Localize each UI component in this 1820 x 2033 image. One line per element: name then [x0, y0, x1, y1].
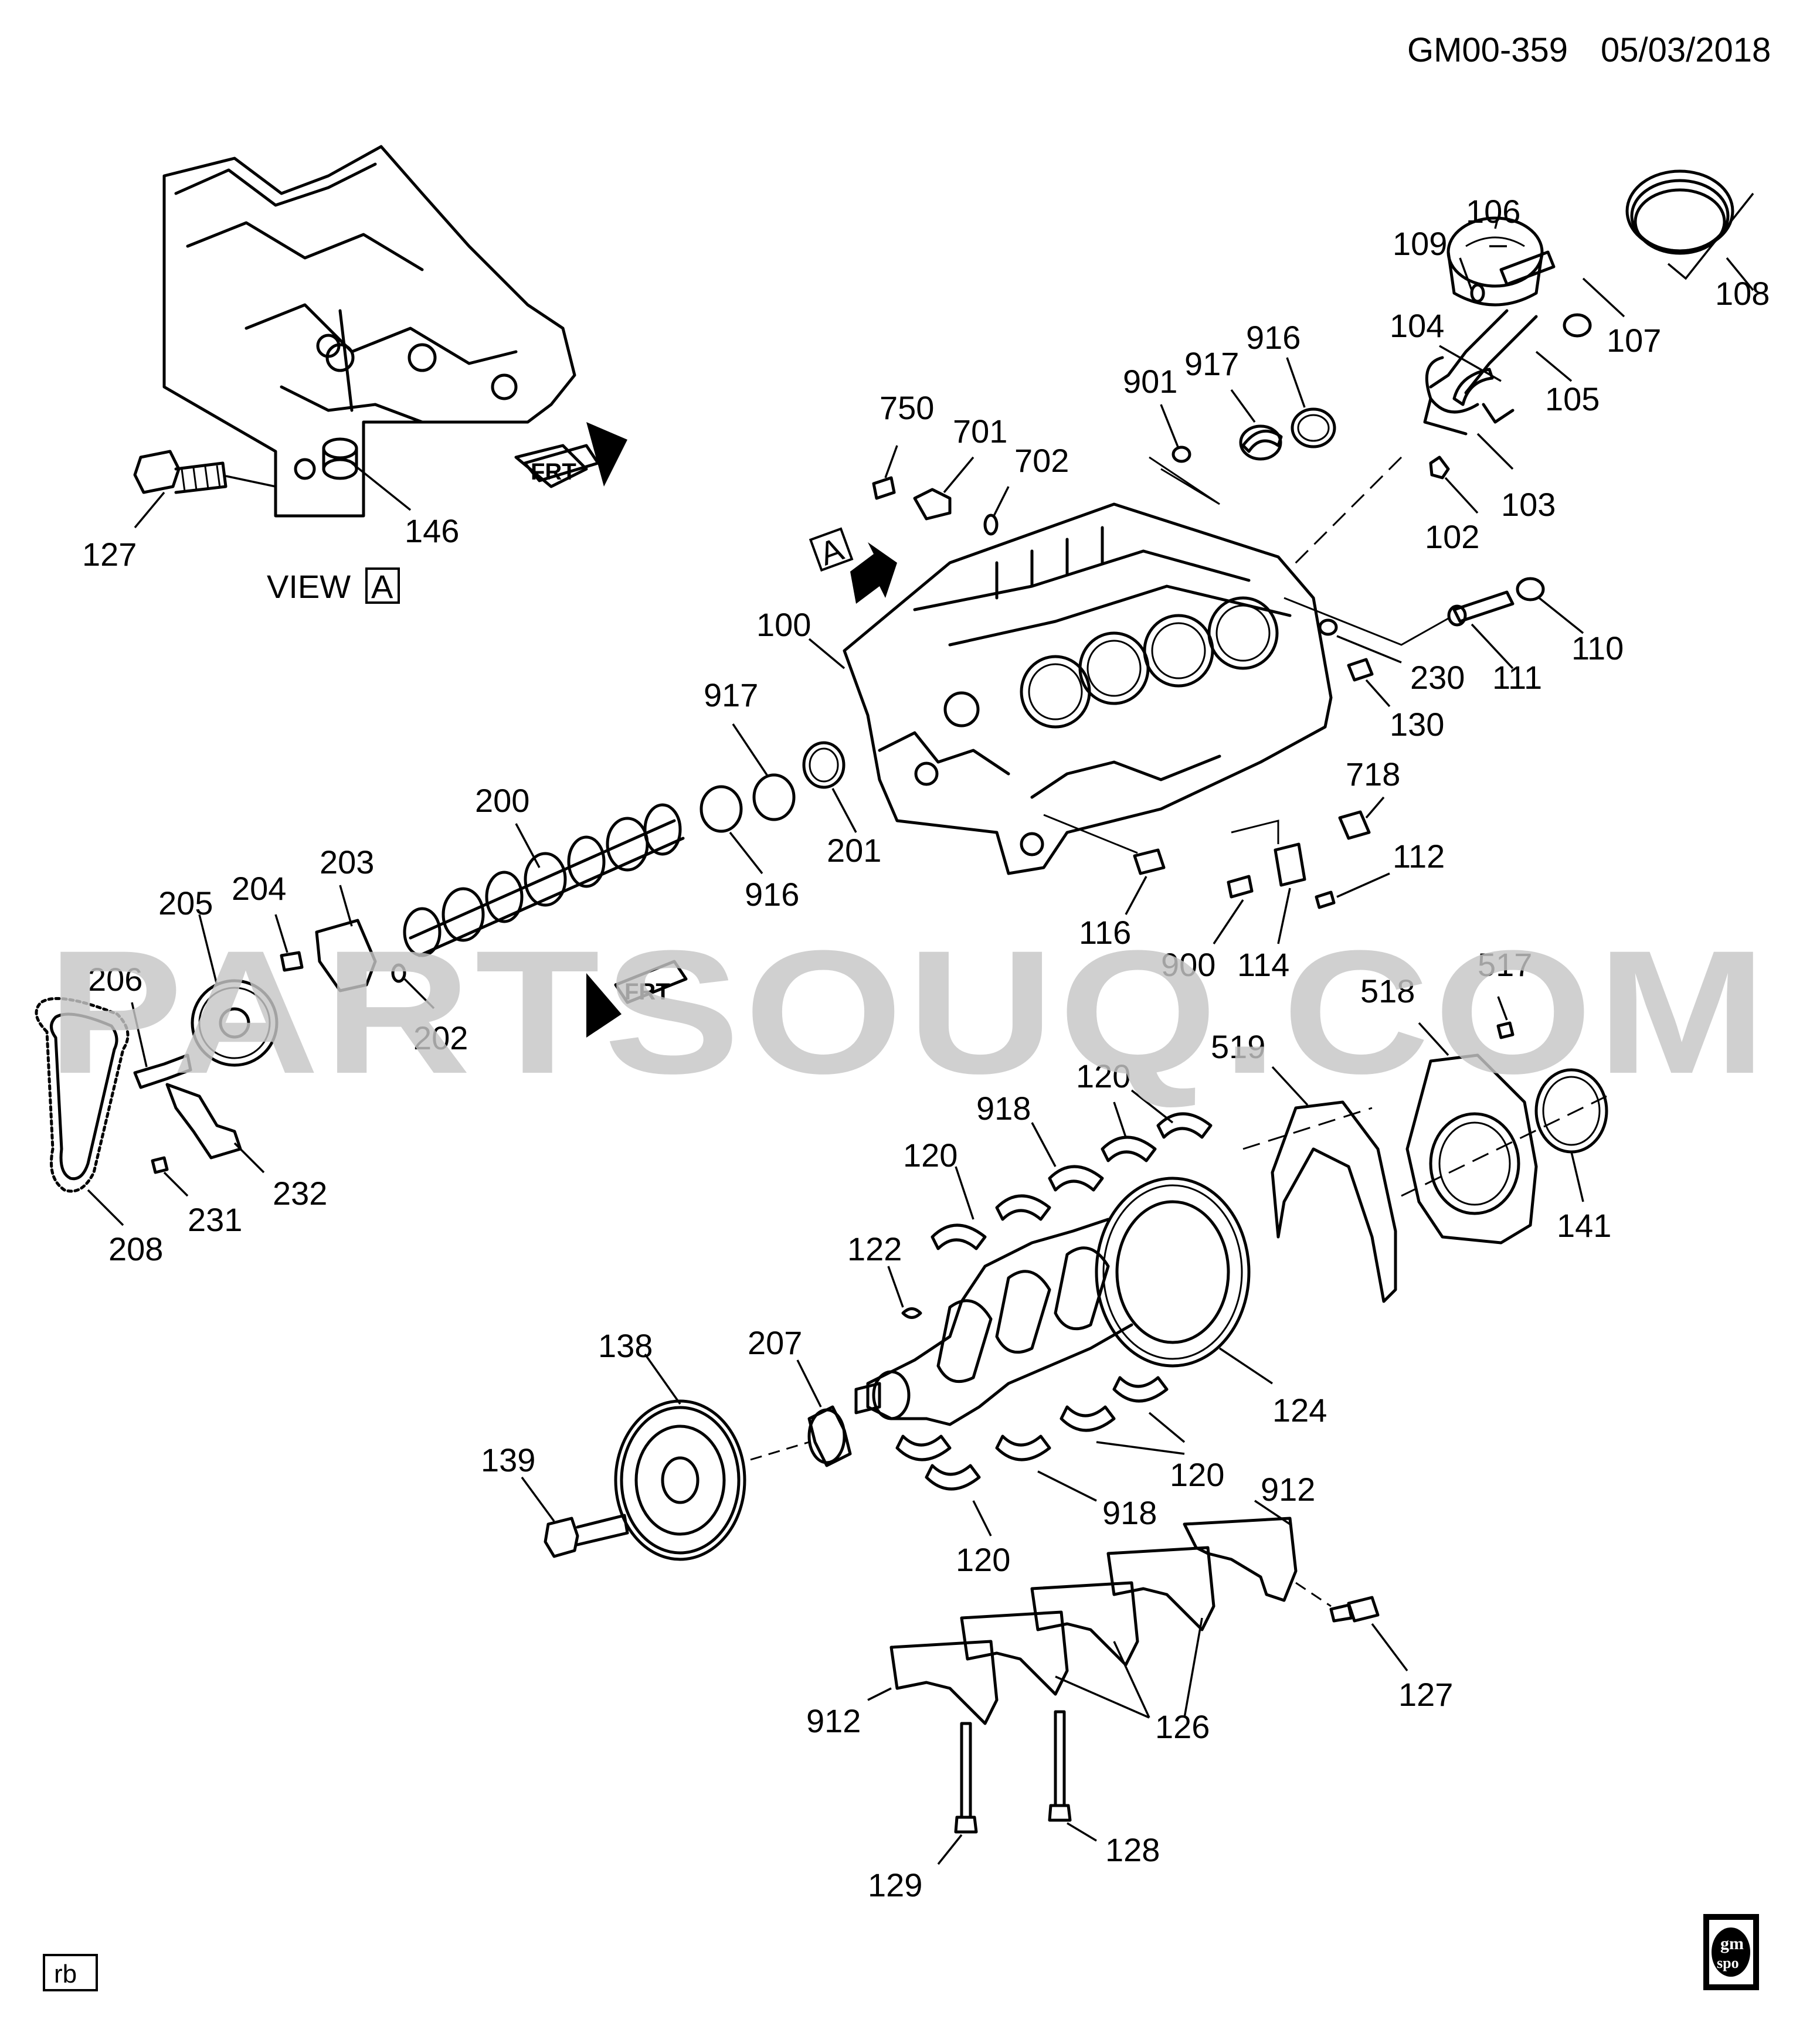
camshaft	[403, 803, 685, 957]
callout-912-left: 912	[806, 1702, 861, 1739]
callout-120-d: 120	[956, 1541, 1010, 1578]
callout-232: 232	[273, 1175, 327, 1212]
initials: rb	[54, 1960, 77, 1988]
callout-701: 701	[953, 413, 1007, 450]
callout-519: 519	[1211, 1028, 1265, 1065]
callout-127-bottom: 127	[1398, 1676, 1453, 1713]
diagram-date: 05/03/2018	[1601, 31, 1771, 69]
piston-group	[1423, 169, 1754, 480]
callout-205: 205	[158, 885, 213, 922]
callout-750: 750	[880, 389, 934, 426]
callout-126: 126	[1155, 1708, 1210, 1745]
callout-203: 203	[320, 844, 374, 880]
callout-912-right: 912	[1261, 1471, 1315, 1508]
callout-517: 517	[1478, 946, 1532, 983]
crankshaft	[854, 1177, 1251, 1426]
diagram-code: GM00-359	[1407, 31, 1568, 69]
callout-122: 122	[847, 1230, 902, 1267]
callout-110: 110	[1571, 630, 1624, 667]
callout-130: 130	[1390, 706, 1444, 743]
gm-spo-logo: gm spo	[1703, 1914, 1759, 1990]
callout-116: 116	[1079, 914, 1131, 951]
callout-208: 208	[108, 1230, 163, 1267]
initials-box	[43, 1954, 98, 1991]
view-a-box	[365, 567, 400, 604]
callout-139: 139	[481, 1442, 535, 1478]
callout-918-a: 918	[976, 1090, 1031, 1127]
callout-102: 102	[1425, 518, 1479, 555]
callout-114: 114	[1237, 946, 1289, 983]
callout-918-b: 918	[1102, 1494, 1157, 1531]
view-a-letter: A	[371, 568, 393, 605]
callout-107: 107	[1607, 322, 1661, 359]
callout-120-c: 120	[1170, 1456, 1224, 1493]
callout-206: 206	[88, 961, 142, 998]
callout-105: 105	[1545, 380, 1600, 417]
callout-702: 702	[1014, 442, 1069, 479]
callout-103: 103	[1501, 486, 1556, 523]
callout-100: 100	[756, 606, 811, 643]
callout-917-top: 917	[1184, 345, 1239, 382]
view-a-marker-box	[809, 527, 854, 572]
callout-120-a: 120	[903, 1137, 957, 1174]
callout-138: 138	[598, 1327, 653, 1364]
callout-128: 128	[1105, 1831, 1160, 1868]
logo-spo: spo	[1717, 1954, 1739, 1971]
callout-109: 109	[1393, 225, 1447, 262]
view-a-arrow-icon	[850, 542, 897, 604]
callout-900: 900	[1161, 946, 1215, 983]
callout-129: 129	[868, 1867, 922, 1903]
frt-arrow-view: FRT	[514, 422, 627, 488]
callout-231: 231	[188, 1201, 242, 1238]
frt-arrow-mid: FRT	[586, 960, 688, 1038]
callout-124: 124	[1272, 1392, 1327, 1429]
frt-label-view: FRT	[531, 459, 576, 485]
callout-917-mid: 917	[704, 676, 758, 713]
callout-207: 207	[748, 1324, 802, 1361]
callout-901: 901	[1123, 363, 1177, 400]
callout-200: 200	[475, 782, 529, 819]
callout-112: 112	[1393, 838, 1445, 875]
callout-146: 146	[405, 512, 459, 549]
callout-230: 230	[1410, 659, 1465, 696]
callout-718: 718	[1346, 756, 1400, 793]
callout-127-top: 127	[82, 536, 137, 573]
frt-label-mid: FRT	[624, 979, 670, 1005]
engine-block: A	[809, 502, 1333, 875]
callout-104: 104	[1390, 307, 1444, 344]
callout-106: 106	[1466, 193, 1520, 230]
watermark: PARTSOUQ.COM	[47, 913, 1771, 1110]
logo-gm: gm	[1720, 1934, 1744, 1953]
main-caps	[889, 1517, 1298, 1725]
callout-141: 141	[1557, 1207, 1611, 1244]
callout-111: 111	[1492, 659, 1542, 696]
callout-108: 108	[1715, 275, 1770, 312]
callout-518: 518	[1360, 973, 1415, 1009]
callout-916-mid: 916	[745, 876, 799, 913]
callout-916-top: 916	[1246, 319, 1301, 356]
callout-120-b: 120	[1076, 1058, 1130, 1094]
view-a-inset: 127 146 FRT VIEW A	[82, 145, 627, 605]
view-a-label: VIEW	[267, 568, 351, 605]
callout-201: 201	[827, 832, 881, 869]
callout-204: 204	[232, 870, 286, 907]
callout-202: 202	[413, 1019, 468, 1056]
